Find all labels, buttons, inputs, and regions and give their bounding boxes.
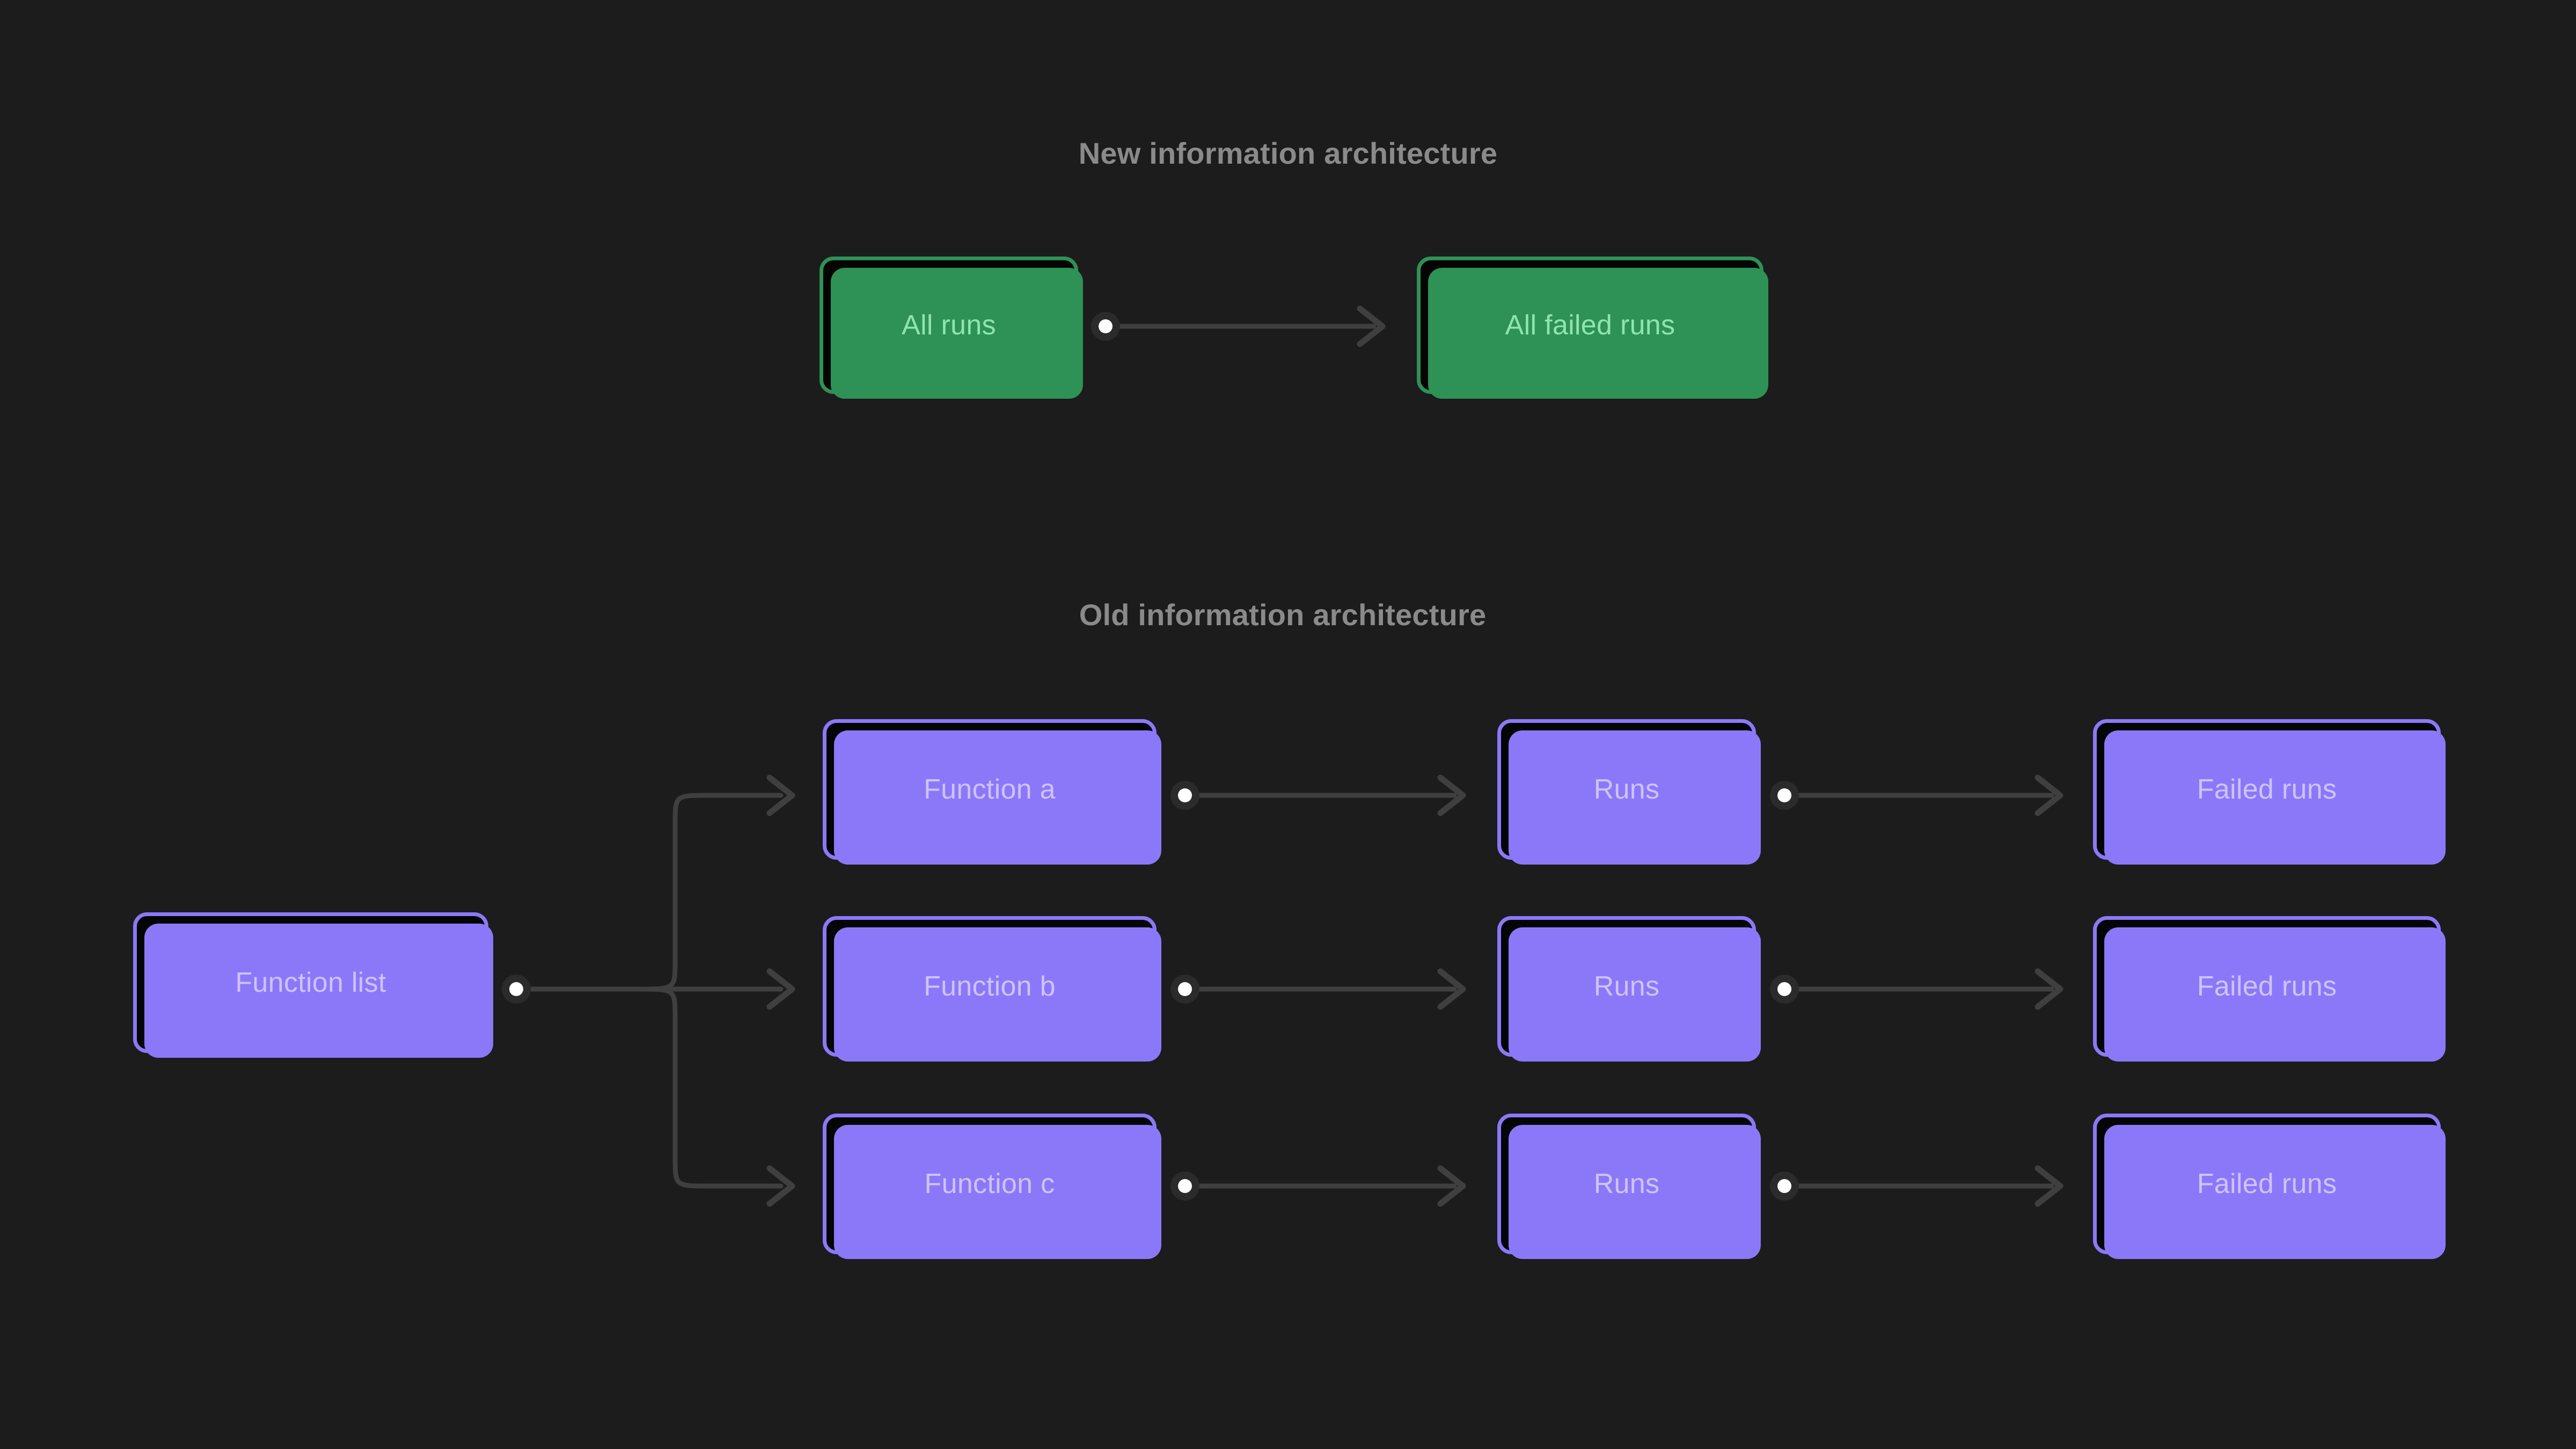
node-all-runs[interactable]: All runs: [819, 257, 1083, 399]
node-label-function-c: Function c: [924, 1168, 1055, 1199]
connector-runs-b-to-failed-runs-b: [1770, 968, 2063, 1010]
node-function-list[interactable]: Function list: [133, 912, 493, 1058]
node-label-runs-b: Runs: [1593, 971, 1660, 1002]
node-failed-runs-b[interactable]: Failed runs: [2093, 916, 2446, 1062]
node-label-function-list: Function list: [235, 967, 386, 998]
node-runs-a[interactable]: Runs: [1497, 719, 1761, 865]
connector-function-list-branch: [502, 774, 795, 1207]
node-label-function-b: Function b: [924, 971, 1056, 1002]
connector-runs-a-to-failed-runs-a: [1770, 774, 2063, 816]
node-label-runs-a: Runs: [1593, 774, 1660, 805]
node-label-runs-c: Runs: [1593, 1168, 1660, 1199]
node-failed-runs-a[interactable]: Failed runs: [2093, 719, 2446, 865]
connector-function-b-to-runs-b: [1170, 968, 1466, 1010]
node-label-failed-runs-c: Failed runs: [2197, 1168, 2337, 1199]
node-failed-runs-c[interactable]: Failed runs: [2093, 1114, 2446, 1259]
section-title-old-ia: Old information architecture: [1079, 598, 1487, 632]
node-label-all-failed-runs: All failed runs: [1505, 310, 1675, 341]
node-label-failed-runs-a: Failed runs: [2197, 774, 2337, 805]
node-all-failed-runs[interactable]: All failed runs: [1417, 257, 1768, 399]
connector-function-c-to-runs-c: [1170, 1165, 1466, 1207]
node-function-a[interactable]: Function a: [823, 719, 1161, 865]
node-function-c[interactable]: Function c: [823, 1114, 1161, 1259]
node-function-b[interactable]: Function b: [823, 916, 1161, 1062]
node-runs-c[interactable]: Runs: [1497, 1114, 1761, 1259]
node-runs-b[interactable]: Runs: [1497, 916, 1761, 1062]
node-label-all-runs: All runs: [902, 310, 996, 341]
node-label-function-a: Function a: [924, 774, 1056, 805]
connector-all-runs-to-all-failed-runs: [1091, 305, 1386, 347]
connector-runs-c-to-failed-runs-c: [1770, 1165, 2063, 1207]
section-title-new-ia: New information architecture: [1078, 136, 1498, 170]
connector-function-a-to-runs-a: [1170, 774, 1466, 816]
node-label-failed-runs-b: Failed runs: [2197, 971, 2337, 1002]
